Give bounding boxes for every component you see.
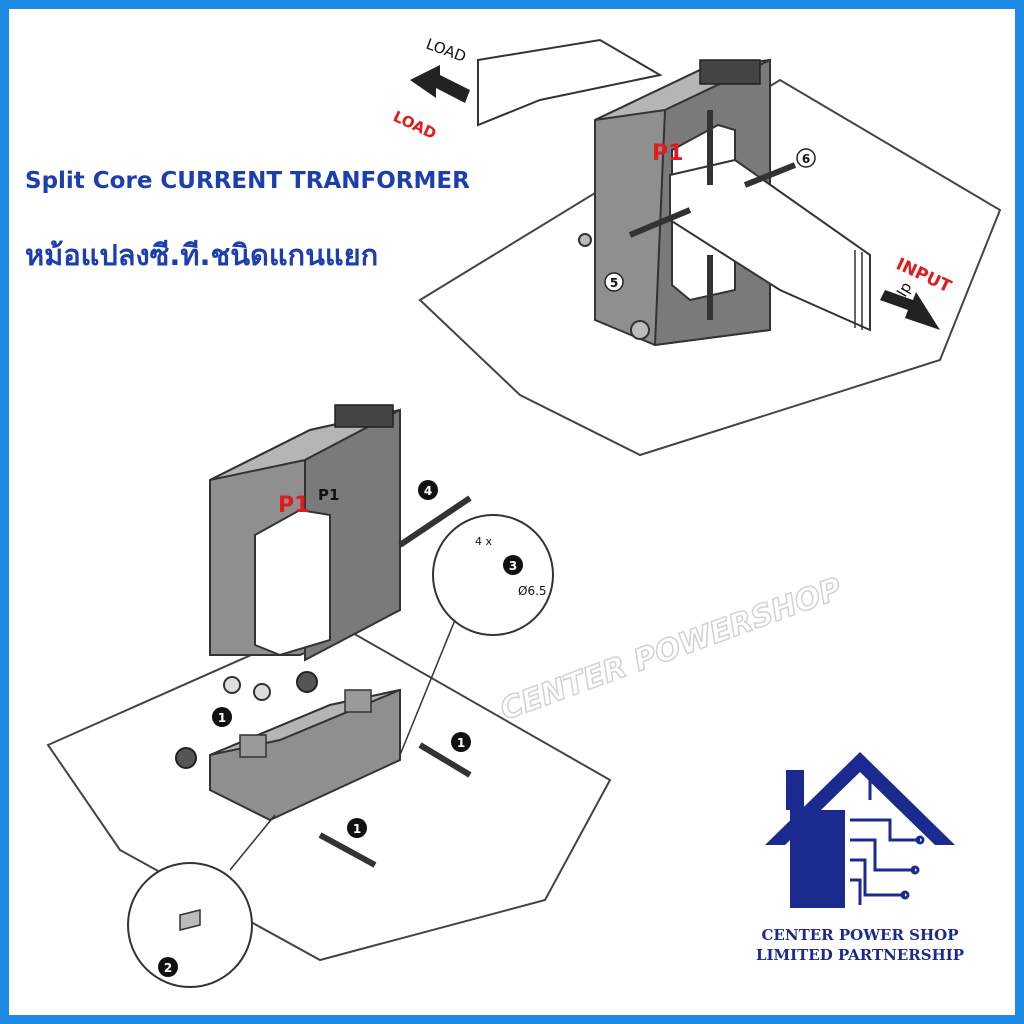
top-p1-label: P1 <box>652 141 683 166</box>
load-label-red: LOAD <box>390 107 439 143</box>
callout-2: 2 <box>158 957 178 977</box>
diameter-label: Ø6.5 <box>518 584 547 598</box>
callout-3: 3 <box>503 555 523 575</box>
bottom-p1-small-label: P1 <box>318 486 339 504</box>
bottom-p1-label: P1 <box>278 493 309 518</box>
svg-text:1: 1 <box>353 822 361 836</box>
input-arrow <box>880 290 940 330</box>
company-name: CENTER POWER SHOP LIMITED PARTNERSHIP <box>730 925 990 965</box>
logo-house-wall <box>790 810 845 908</box>
logo-chimney <box>786 770 804 810</box>
top-callout-5: 5 <box>604 272 624 292</box>
company-logo <box>765 752 955 908</box>
bottom-ct-lower <box>209 688 401 822</box>
svg-text:1: 1 <box>218 711 226 725</box>
load-arrow <box>410 65 470 103</box>
bottom-ct-upper <box>209 404 401 701</box>
top-assembly: LOAD LOAD INPUT Ip P1 6 5 <box>390 35 1002 457</box>
callout-1-front: 1 <box>347 818 367 838</box>
logo-house-roof <box>765 752 955 845</box>
title-thai: หม้อแปลงซี.ที.ชนิดแกนแยก <box>25 238 379 272</box>
callout-1-left: 1 <box>212 707 232 727</box>
company-name-line1: CENTER POWER SHOP <box>761 926 959 944</box>
svg-text:1: 1 <box>457 736 465 750</box>
top-callout-6: 6 <box>796 148 816 168</box>
company-name-line2: LIMITED PARTNERSHIP <box>755 946 965 964</box>
logo-circuit-icon <box>850 780 925 905</box>
load-label-black: LOAD <box>424 35 469 66</box>
callout-1-right: 1 <box>451 732 471 752</box>
svg-text:4: 4 <box>424 484 432 498</box>
svg-text:5: 5 <box>610 276 618 290</box>
callout-4: 4 <box>418 480 438 500</box>
svg-text:3: 3 <box>509 559 517 573</box>
svg-text:6: 6 <box>802 152 810 166</box>
bolt-1-right <box>418 742 472 778</box>
svg-text:2: 2 <box>164 961 172 975</box>
bottom-assembly: P1 P1 4 x Ø6.5 4 3 1 1 1 2 <box>46 404 612 988</box>
title-english: Split Core CURRENT TRANFORMER <box>25 168 470 194</box>
zoom-detail-screw <box>432 514 554 636</box>
count-label: 4 x <box>475 535 492 548</box>
bolt-4 <box>398 495 472 548</box>
bolt-1-front <box>318 832 377 868</box>
